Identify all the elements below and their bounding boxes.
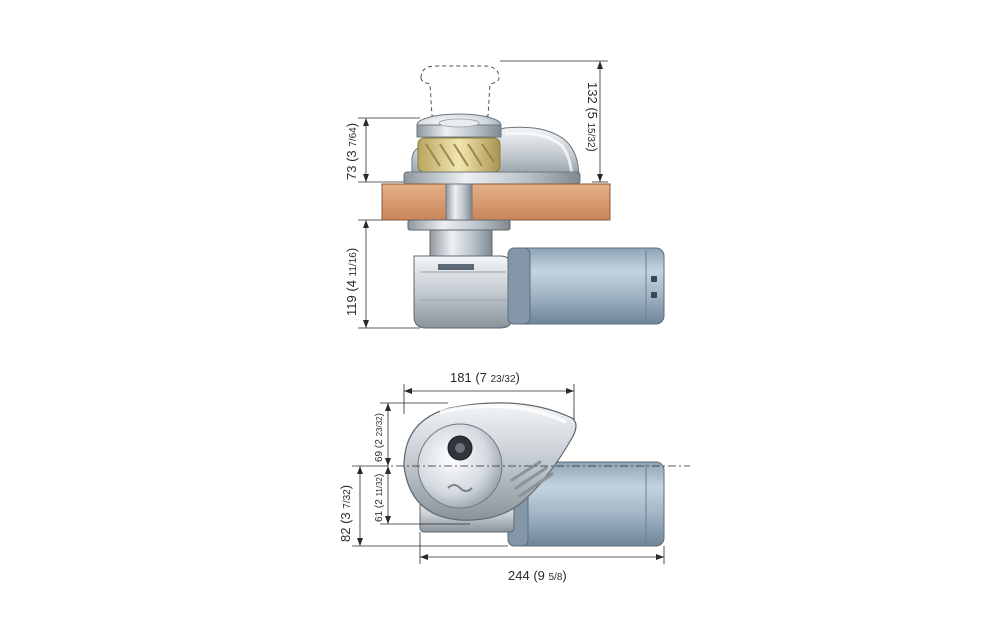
dimension-arrows xyxy=(357,61,664,560)
dim-label-length: 244 (9 5/8) xyxy=(508,568,567,583)
dim-label-above-deck: 73 (3 7/64) xyxy=(344,123,359,180)
dim-label-lower: 61 (2 11/32) xyxy=(374,474,385,522)
brand-logo xyxy=(447,484,473,492)
shaft xyxy=(445,183,473,225)
dim-label-height-total: 132 (5 15/32) xyxy=(585,82,600,152)
dim-label-below-deck: 119 (4 11/16) xyxy=(344,248,359,316)
dim-label-upper: 69 (2 23/32) xyxy=(374,413,385,462)
gypsy-icon xyxy=(417,137,501,173)
dim-label-width: 181 (7 23/32) xyxy=(450,370,520,385)
deck-plank xyxy=(381,183,611,221)
base-flange xyxy=(403,171,581,185)
side-view xyxy=(381,65,665,329)
motor-icon xyxy=(507,247,665,325)
top-view xyxy=(403,402,665,547)
housing-highlight xyxy=(504,131,574,177)
dim-label-depth: 82 (3 7/32) xyxy=(338,485,353,542)
handle-raised-outline xyxy=(420,65,500,117)
dimension-lines xyxy=(352,60,690,564)
